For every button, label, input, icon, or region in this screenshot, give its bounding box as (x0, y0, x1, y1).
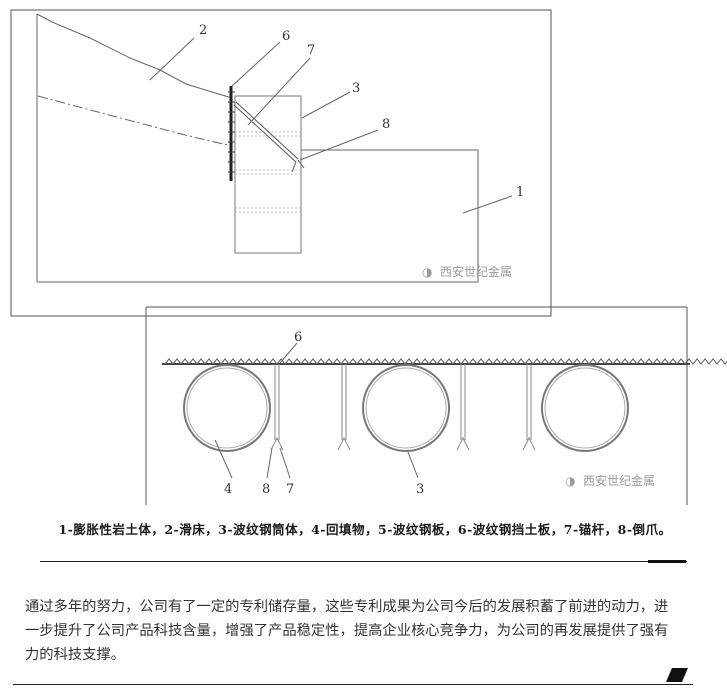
figure-bottom (145, 306, 727, 505)
watermark-top: ◑ 西安世纪金属 (422, 264, 512, 279)
caption-divider (40, 561, 687, 562)
label-2: 2 (199, 23, 207, 38)
label-6-bottom: 6 (294, 330, 302, 345)
corner-quote-icon (666, 668, 688, 682)
label-4-bottom: 4 (224, 482, 232, 497)
patent-figures: 2 6 7 3 8 1 ◑ 西安世纪金属 (10, 9, 727, 505)
label-7: 7 (307, 43, 315, 58)
body-paragraph: 通过多年的努力，公司有了一定的专利储存量，这些专利成果为公司今后的发展积蓄了前进… (25, 599, 669, 663)
label-7-bottom: 7 (286, 482, 294, 497)
label-8: 8 (382, 117, 390, 132)
figure-caption: 1-膨胀性岩土体，2-滑床，3-波纹钢筒体，4-回填物，5-波纹钢板，6-波纹钢… (58, 522, 672, 537)
bottom-divider (13, 684, 693, 685)
figure-top-labels: 2 6 7 3 8 1 (199, 23, 524, 200)
label-3: 3 (352, 81, 360, 96)
label-6: 6 (282, 29, 290, 44)
wechat-icon: ◑ (422, 265, 433, 279)
label-3-bottom: 3 (416, 482, 424, 497)
wechat-icon-bottom: ◑ (565, 474, 576, 488)
figure-bottom-labels: 6 4 3 8 7 (224, 330, 424, 497)
watermark-text-bottom: 西安世纪金属 (583, 473, 655, 488)
watermark-text: 西安世纪金属 (440, 264, 512, 279)
label-1: 1 (516, 185, 524, 200)
watermark-bottom: ◑ 西安世纪金属 (565, 473, 655, 488)
label-8-bottom: 8 (262, 482, 270, 497)
figure-svg: 2 6 7 3 8 1 ◑ 西安世纪金属 (10, 9, 727, 505)
figure-top (10, 9, 552, 317)
caption-divider-accent (648, 560, 686, 563)
